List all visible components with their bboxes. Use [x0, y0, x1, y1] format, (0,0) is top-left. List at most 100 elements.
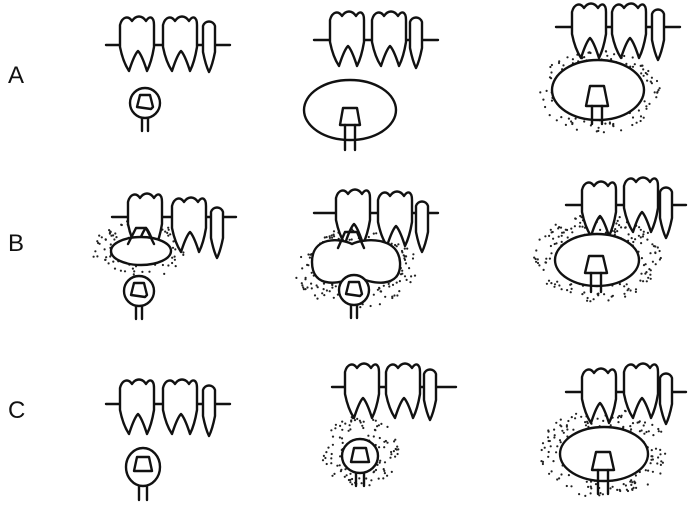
stipple-dot — [586, 421, 588, 423]
stipple-dot — [574, 417, 576, 419]
stipple-dot — [383, 446, 385, 448]
stipple-dot — [599, 229, 601, 231]
stipple-dot — [104, 259, 106, 261]
stipple-dot — [548, 235, 550, 237]
stipple-dot — [572, 58, 574, 60]
stipple-dot — [171, 262, 173, 264]
stipple-dot — [640, 236, 642, 238]
stipple-dot — [612, 295, 614, 297]
stipple-dot — [646, 80, 648, 82]
stipple-dot — [399, 280, 401, 282]
stipple-dot — [349, 428, 351, 430]
stipple-dot — [379, 303, 381, 305]
stipple-dot — [626, 283, 628, 285]
stipple-dot — [334, 427, 336, 429]
panel-b1 — [93, 194, 237, 320]
stipple-dot — [109, 232, 111, 234]
stipple-dot — [553, 436, 555, 438]
stipple-dot — [647, 232, 649, 234]
stipple-dot — [342, 442, 344, 444]
stipple-dot — [642, 233, 644, 235]
stipple-dot — [557, 227, 559, 229]
panel-b3 — [533, 178, 686, 303]
stipple-dot — [406, 248, 408, 250]
stipple-dot — [554, 283, 556, 285]
stipple-dot — [346, 474, 348, 476]
stipple-dot — [555, 451, 557, 453]
stipple-dot — [120, 224, 122, 226]
stipple-dot — [643, 231, 645, 233]
stipple-dot — [571, 416, 573, 418]
stipple-dot — [632, 66, 634, 68]
stipple-dot — [114, 232, 116, 234]
stipple-dot — [632, 422, 634, 424]
stipple-dot — [643, 424, 645, 426]
stipple-dot — [566, 289, 568, 291]
stipple-dot — [301, 267, 303, 269]
stipple-dot — [660, 257, 662, 259]
stipple-dot — [610, 424, 612, 426]
stipple-dot — [579, 225, 581, 227]
stipple-dot — [384, 461, 386, 463]
stipple-dot — [551, 100, 553, 102]
stipple-dot — [301, 282, 303, 284]
stipple-dot — [304, 288, 306, 290]
stipple-dot — [324, 457, 326, 459]
stipple-dot — [559, 439, 561, 441]
stipple-dot — [561, 241, 563, 243]
stipple-dot — [310, 283, 312, 285]
stipple-dot — [624, 296, 626, 298]
stipple-dot — [133, 270, 135, 272]
stipple-dot — [549, 258, 551, 260]
stipple-dot — [659, 449, 661, 451]
stipple-dot — [654, 251, 656, 253]
stipple-dot — [641, 429, 643, 431]
stipple-dot — [566, 426, 568, 428]
stipple-dot — [404, 248, 406, 250]
stipple-dot — [314, 294, 316, 296]
stipple-dot — [558, 236, 560, 238]
stipple-dot — [397, 243, 399, 245]
stipple-dot — [396, 282, 398, 284]
stipple-dot — [655, 448, 657, 450]
stipple-dot — [656, 92, 658, 94]
stipple-dot — [650, 269, 652, 271]
stipple-dot — [311, 287, 313, 289]
stipple-dot — [644, 100, 646, 102]
stipple-dot — [624, 410, 626, 412]
stipple-dot — [642, 280, 644, 282]
stipple-dot — [568, 474, 570, 476]
stipple-dot — [660, 431, 662, 433]
stipple-dot — [361, 425, 363, 427]
stipple-dot — [542, 463, 544, 465]
stipple-dot — [360, 421, 362, 423]
stipple-dot — [544, 106, 546, 108]
stipple-dot — [587, 297, 589, 299]
stipple-dot — [619, 216, 621, 218]
stipple-dot — [309, 257, 311, 259]
stipple-dot — [333, 234, 335, 236]
stipple-dot — [652, 471, 654, 473]
panel-a1 — [106, 17, 230, 132]
stipple-dot — [408, 267, 410, 269]
stipple-dot — [174, 256, 176, 258]
stipple-dot — [642, 235, 644, 237]
stipple-dot — [640, 115, 642, 117]
stipple-dot — [550, 252, 552, 254]
stipple-dot — [590, 486, 592, 488]
stipple-dot — [330, 457, 332, 459]
stipple-dot — [124, 270, 126, 272]
stipple-dot — [341, 421, 343, 423]
stipple-dot — [635, 474, 637, 476]
stipple-dot — [391, 297, 393, 299]
panel-c1 — [106, 380, 230, 501]
stipple-dot — [307, 264, 309, 266]
stipple-dot — [167, 227, 169, 229]
stipple-dot — [341, 429, 343, 431]
stipple-dot — [550, 71, 552, 73]
stipple-dot — [306, 286, 308, 288]
stipple-dot — [635, 288, 637, 290]
stipple-dot — [625, 226, 627, 228]
stipple-dot — [646, 239, 648, 241]
stipple-dot — [332, 444, 334, 446]
